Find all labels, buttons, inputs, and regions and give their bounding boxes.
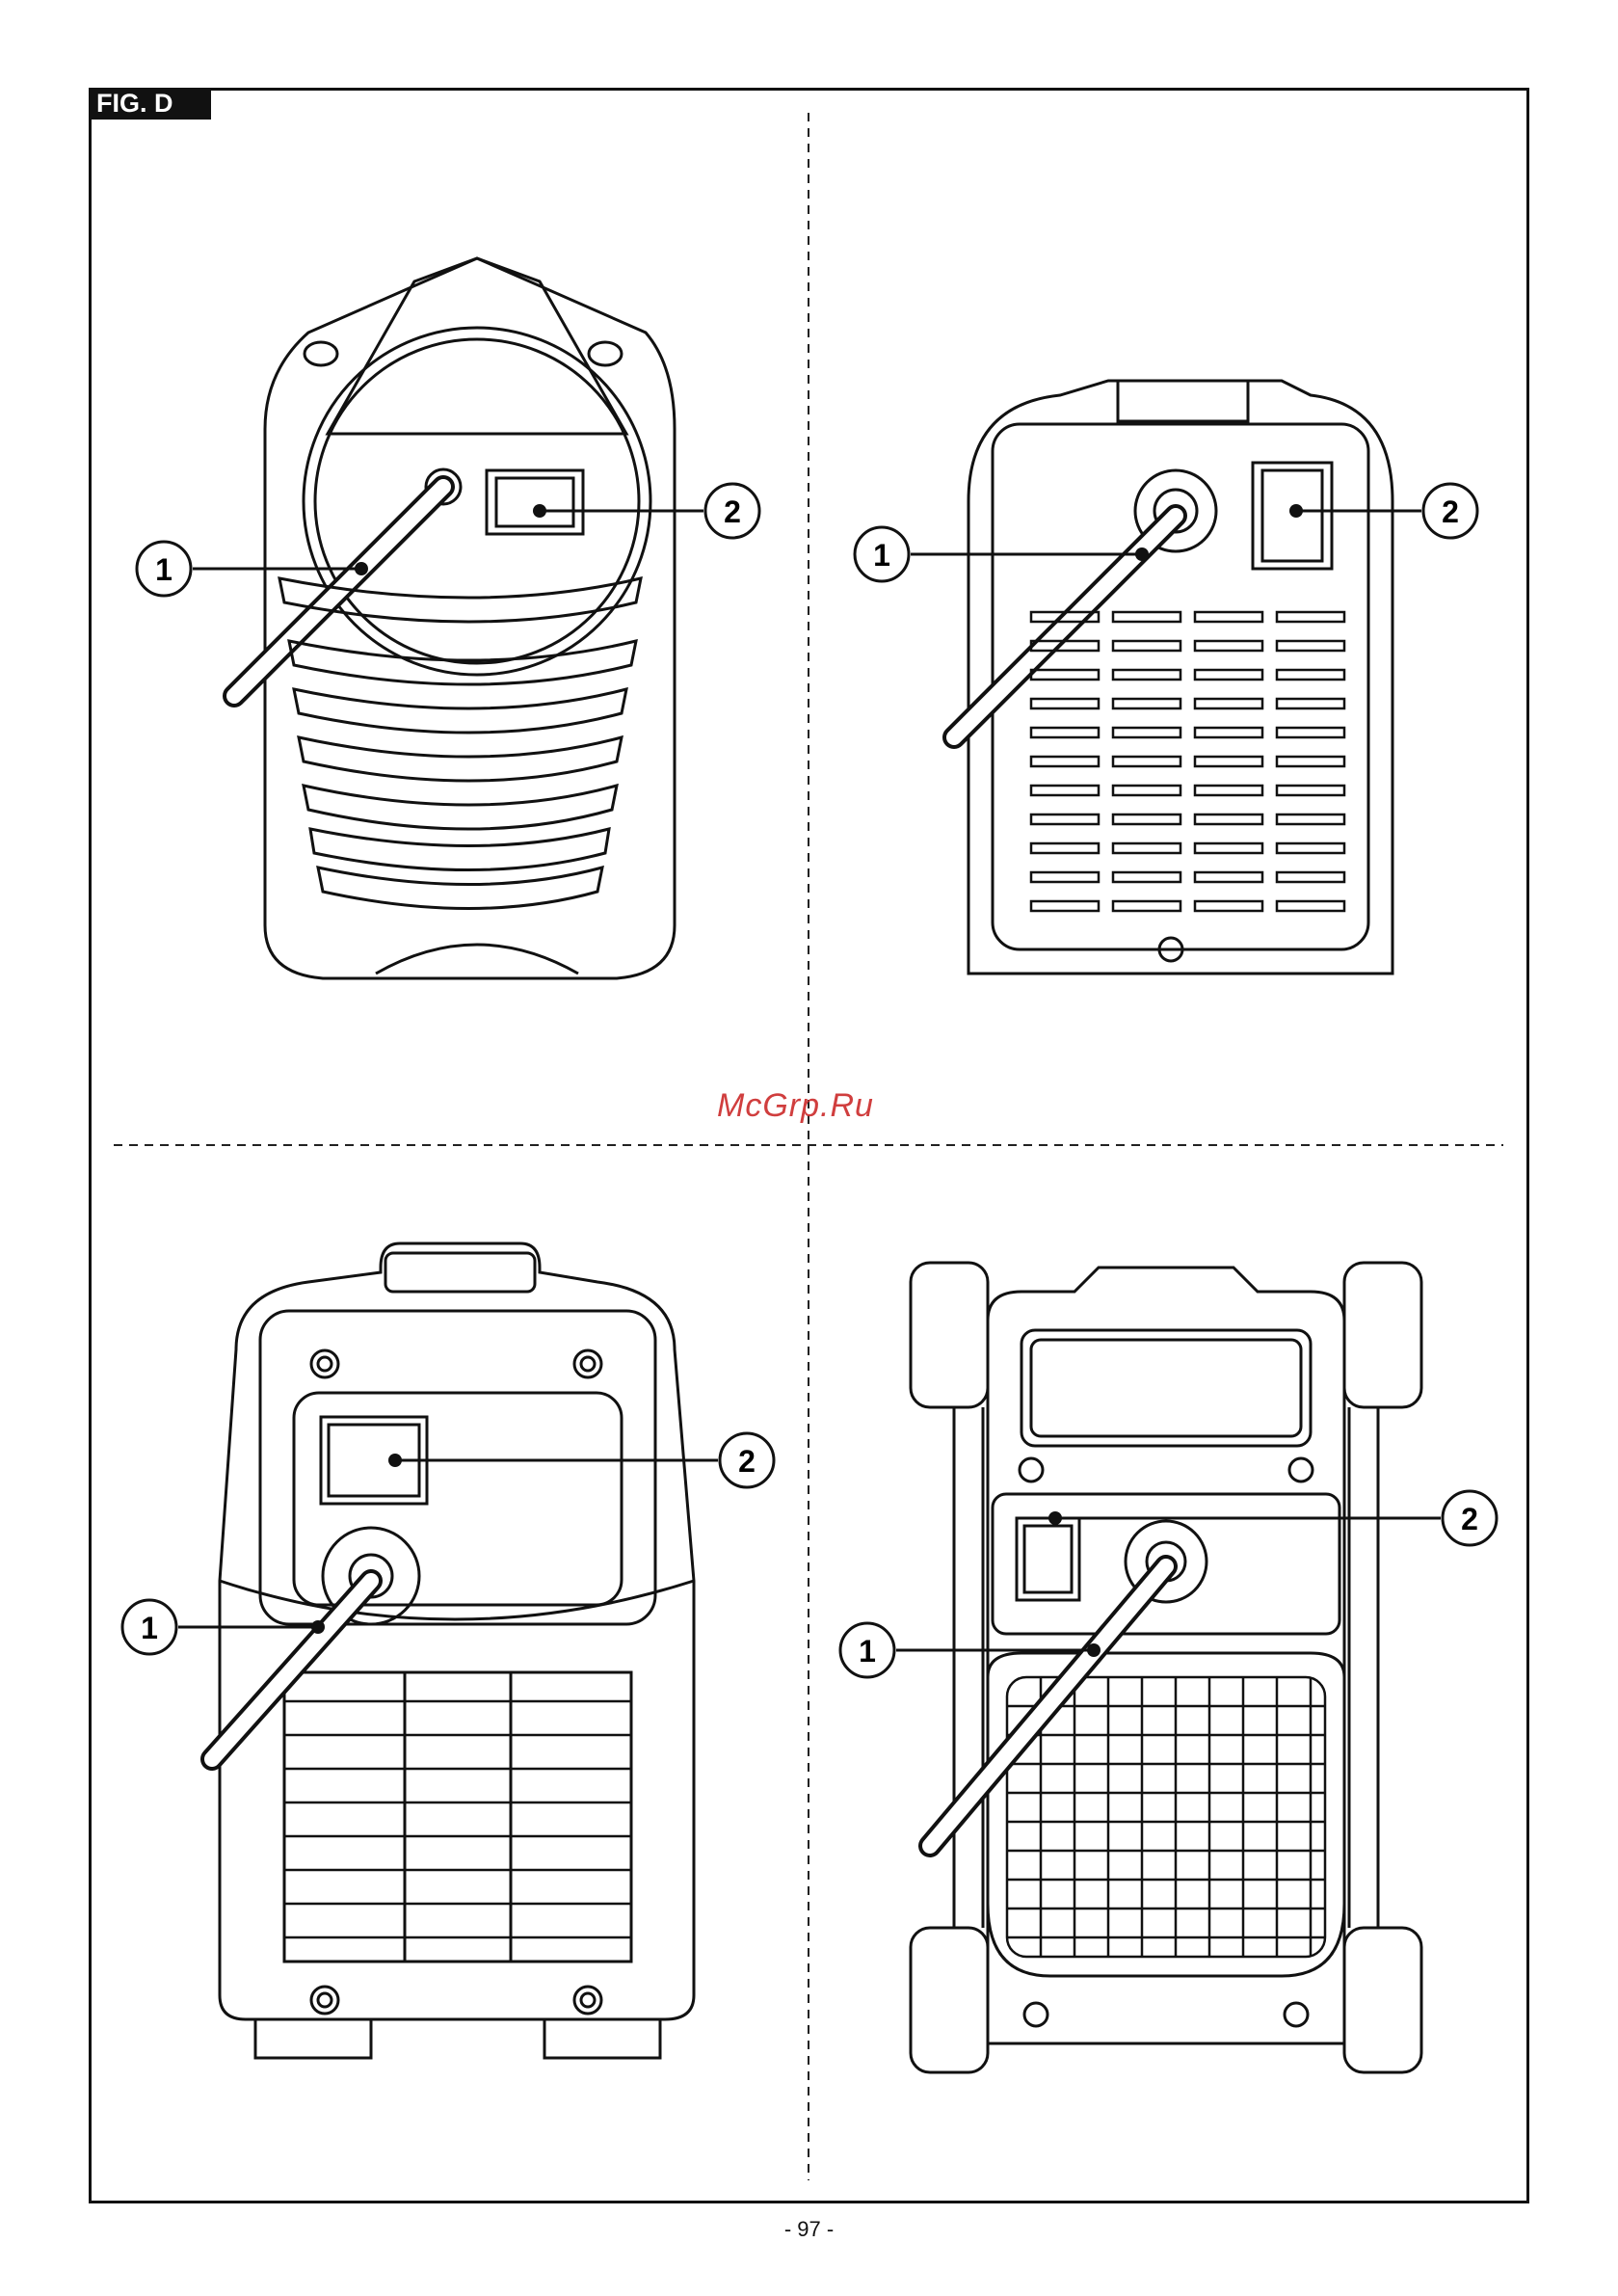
- welder-model-d: [911, 1263, 1421, 2072]
- panel2-callout-2: 2: [1442, 494, 1459, 529]
- panel1-callouts: 1 2: [137, 484, 759, 596]
- page-number: - 97 -: [0, 2217, 1618, 2242]
- panel3-callout-1: 1: [141, 1611, 158, 1645]
- welder-model-c: [212, 1243, 694, 2058]
- panel1-callout-1: 1: [155, 552, 172, 587]
- watermark-text: McGrp.Ru: [717, 1087, 874, 1125]
- panel4-callouts: 1 2: [840, 1491, 1497, 1677]
- panel4-callout-1: 1: [859, 1634, 876, 1669]
- panel2-callout-1: 1: [873, 538, 890, 573]
- welder-model-a: [234, 258, 675, 978]
- panel4-callout-2: 2: [1461, 1502, 1478, 1536]
- welder-model-b: [954, 381, 1393, 974]
- panel1-callout-2: 2: [724, 494, 741, 529]
- panel3-callout-2: 2: [738, 1444, 756, 1479]
